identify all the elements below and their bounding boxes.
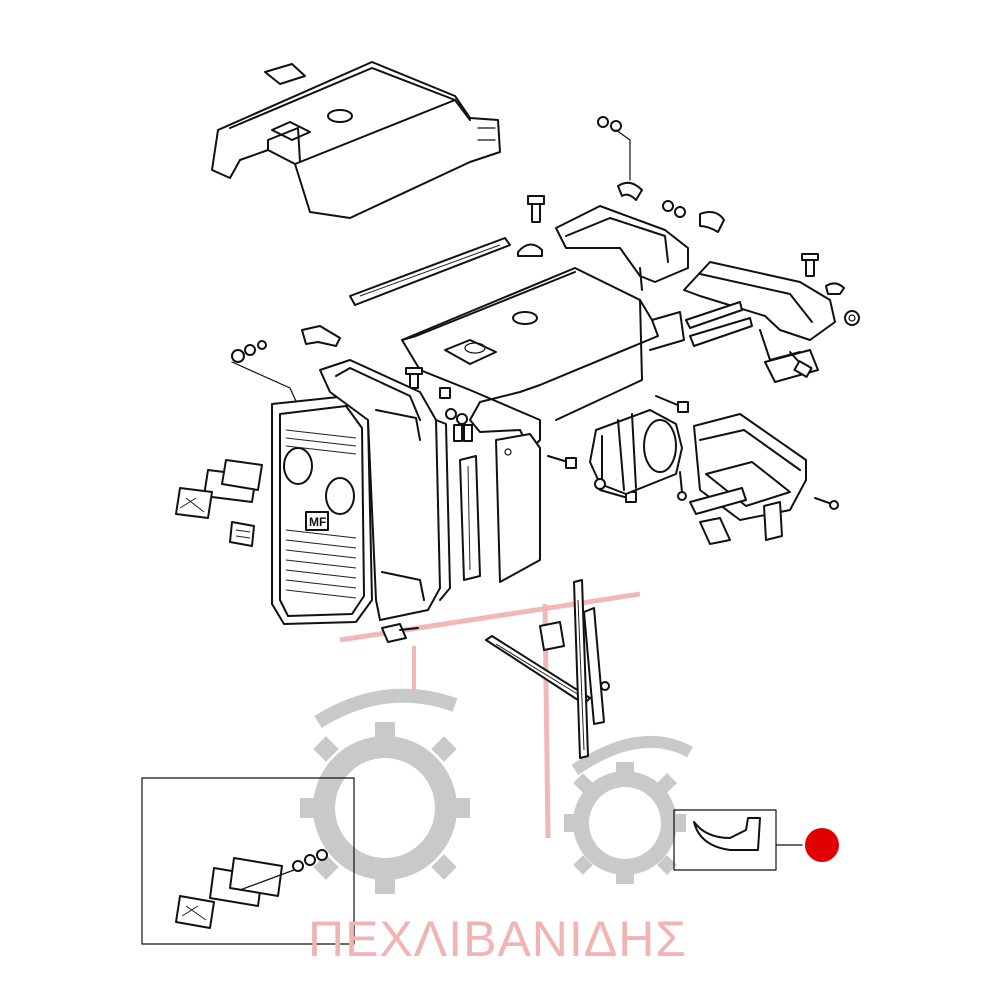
grille-surround (319, 359, 451, 621)
hood-access-plate (264, 63, 306, 85)
hood-seal-strip (349, 237, 511, 306)
top-hood-panel (211, 61, 501, 219)
support-rods (485, 579, 610, 759)
main-hood-body (401, 267, 685, 451)
marker-dot (805, 828, 839, 862)
watermark-tractor-logo (300, 591, 693, 894)
license-plate-bracket (175, 459, 263, 547)
grille-badge-text: MF (309, 515, 326, 529)
grille-badge (305, 511, 329, 531)
side-panel-right (495, 433, 541, 583)
filler-cap (517, 195, 545, 257)
side-cowl-upper (555, 205, 689, 291)
battery-tray (689, 413, 807, 545)
watermark-text: ΠΕΧΛΙΒΑΝΙΔΗΣ (308, 911, 687, 967)
detail-box-lamp-assembly (141, 777, 355, 945)
watermark-big-wheel (300, 722, 470, 894)
hardware-bolts (231, 116, 860, 643)
detail-box-seal-profile (673, 809, 803, 871)
watermark-small-wheel (564, 762, 686, 884)
front-grille: MF (271, 395, 373, 625)
side-panel-left (459, 455, 481, 581)
starter-motor (589, 409, 683, 495)
hood-latch-right (685, 301, 753, 347)
